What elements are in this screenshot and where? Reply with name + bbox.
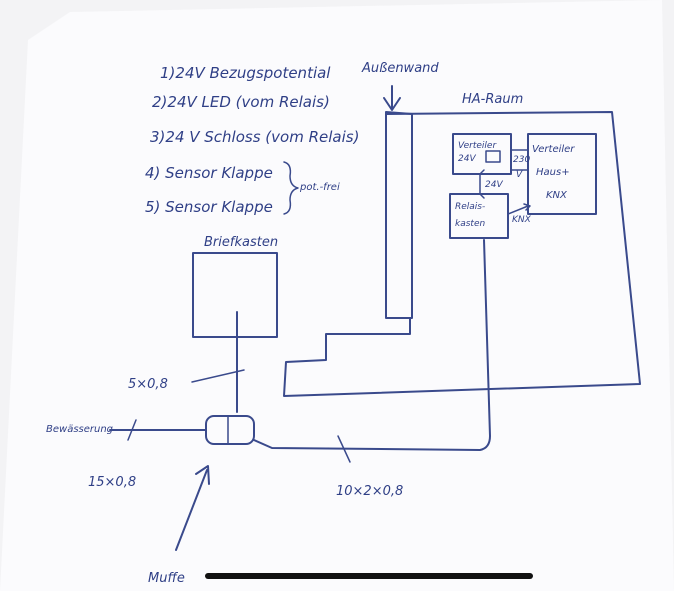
relais-line1: Relais- (455, 202, 485, 212)
verteiler-haus-box (527, 133, 597, 215)
aussenwand-label: Außenwand (361, 61, 439, 76)
wire-230v-line1: 230 (513, 155, 530, 165)
wire-230v-line2: V (516, 170, 523, 180)
ha-raum-label: HA-Raum (462, 92, 523, 107)
bewasserung-label: Bewässerung (46, 424, 113, 435)
cable-15x08-label: 15×0,8 (88, 475, 136, 490)
wire-knx (507, 203, 531, 215)
wire-knx-label: KNX (512, 215, 532, 225)
cable-main (253, 239, 491, 451)
relais-line2: kasten (455, 219, 485, 229)
muffe-label: Muffe (148, 571, 185, 586)
legend-item-1: 1)24V Bezugspotential (160, 64, 331, 82)
cable-5x08-label: 5×0,8 (128, 377, 168, 392)
cable-15x08-tick (127, 419, 137, 441)
relaiskasten-box (449, 193, 509, 239)
brace-note: pot.-frei (299, 182, 340, 193)
cable-10x2x08-label: 10×2×0,8 (336, 484, 403, 499)
verteiler-24v-line2: 24V (458, 154, 476, 164)
home-indicator-bar[interactable] (205, 573, 533, 579)
verteiler-haus-line3: KNX (546, 190, 568, 201)
briefkasten-label: Briefkasten (204, 235, 278, 250)
legend-brace (283, 161, 299, 215)
legend-item-2: 2)24V LED (vom Relais) (152, 93, 330, 111)
wire-230v (510, 149, 529, 171)
legend-item-4: 4) Sensor Klappe (145, 164, 273, 182)
room-outline (283, 111, 641, 397)
verteiler-24v-line1: Verteiler (458, 141, 497, 151)
muffe-arrow (175, 465, 210, 551)
legend-item-3: 3)24 V Schloss (vom Relais) (150, 128, 359, 146)
cable-10x2x08-tick (337, 435, 351, 463)
aussenwand-arrow (383, 85, 401, 111)
verteiler-24v-box (452, 133, 512, 175)
verteiler-24v-module-icon (485, 150, 501, 163)
cable-5x08-leader (191, 369, 245, 383)
briefkasten-box (192, 252, 278, 338)
wire-24v-label: 24V (485, 180, 503, 190)
wire-24v (479, 169, 485, 199)
legend-item-5: 5) Sensor Klappe (145, 198, 273, 216)
verteiler-haus-line1: Verteiler (532, 144, 575, 155)
verteiler-haus-line2: Haus+ (536, 167, 570, 178)
